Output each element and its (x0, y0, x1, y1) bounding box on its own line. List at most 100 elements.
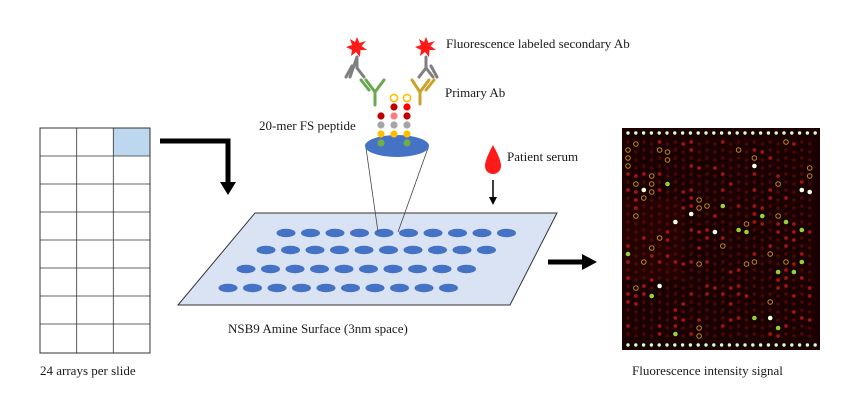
scan-spot (728, 198, 733, 202)
scan-spot (641, 228, 646, 232)
scan-spot (768, 292, 773, 296)
scan-marker-spot (790, 131, 794, 135)
scan-spot (728, 262, 733, 266)
surface-spot (423, 228, 443, 238)
scan-marker-spot (626, 131, 630, 135)
scan-spot (713, 214, 717, 218)
scan-spot (784, 316, 788, 320)
scan-spot (697, 302, 701, 306)
scan-spot (768, 268, 773, 272)
scan-spot (641, 244, 646, 248)
surface-spot (316, 283, 336, 293)
scan-spot (681, 214, 686, 218)
scan-spot (705, 164, 709, 168)
scan-spot (665, 334, 670, 338)
result-arrow (548, 254, 597, 270)
scan-spot (776, 286, 780, 290)
scan-spot (744, 214, 749, 218)
scan-spot (689, 228, 694, 232)
scan-spot (799, 316, 804, 320)
scan-spot (736, 260, 741, 264)
scan-spot (634, 262, 638, 266)
scan-spot (681, 142, 686, 146)
scan-spot (626, 268, 630, 272)
scan-marker-spot (696, 131, 700, 135)
scan-spot (768, 180, 773, 184)
scan-spot (752, 300, 757, 304)
scan-spot (705, 148, 709, 152)
scan-spot (807, 182, 812, 186)
scan-spot (657, 212, 662, 216)
scan-spot (807, 286, 812, 290)
scan-spot (792, 278, 796, 282)
scan-spot (649, 150, 654, 154)
scan-spot (641, 220, 646, 224)
scan-spot (665, 254, 670, 258)
scan-spot (744, 294, 749, 298)
scan-spot (776, 302, 780, 306)
scan-spot (673, 156, 678, 160)
scan-spot (744, 174, 749, 178)
surface-spot (359, 264, 378, 274)
scan-spot (649, 262, 654, 266)
scan-spot (720, 252, 725, 256)
surface-spot (236, 264, 256, 274)
scan-spot (626, 196, 630, 200)
scan-spot (634, 222, 638, 226)
scan-spot (728, 190, 733, 194)
scan-spot (728, 174, 733, 178)
scan-spot (641, 308, 646, 312)
scan-spot (681, 334, 686, 338)
scan-spot (776, 174, 780, 178)
zoom-cone (365, 147, 429, 233)
scan-spot (689, 188, 694, 192)
scan-spot (689, 268, 694, 272)
scan-spot (633, 285, 639, 291)
scan-spot (720, 203, 726, 209)
scan-spot (633, 213, 639, 219)
scan-spot (744, 302, 749, 306)
scan-spot (736, 284, 741, 288)
scan-spot (634, 238, 638, 242)
scan-spot (760, 262, 765, 266)
scan-spot (705, 268, 709, 272)
scan-spot (760, 238, 765, 242)
scan-spot (681, 254, 686, 258)
scan-spot (807, 246, 812, 250)
scan-spot (713, 334, 717, 338)
scan-spot (792, 230, 796, 234)
scan-spot (689, 236, 694, 240)
scan-marker-spot (782, 131, 786, 135)
scan-marker-spot (688, 131, 693, 135)
scan-spot (736, 316, 741, 320)
scan-marker-spot (634, 131, 638, 135)
scan-spot (720, 324, 725, 328)
scan-spot (744, 326, 749, 330)
scan-spot (744, 254, 749, 258)
scan-spot (665, 294, 670, 298)
scan-spot (689, 244, 694, 248)
scan-spot (705, 260, 709, 264)
primary-ab-label: Primary Ab (445, 85, 505, 100)
scan-spot (743, 261, 750, 267)
scan-spot (807, 214, 812, 218)
scan-spot (752, 163, 757, 169)
scan-spot (784, 332, 788, 336)
scan-spot (736, 140, 741, 144)
scan-spot (776, 158, 780, 162)
scan-spot (657, 300, 662, 304)
scan-spot (634, 278, 638, 282)
scan-spot (807, 189, 812, 195)
scan-spot (744, 198, 749, 202)
scan-spot (641, 187, 647, 193)
scan-spot (673, 276, 678, 280)
scan-spot (783, 259, 789, 265)
scan-spot (634, 166, 638, 170)
surface-spot (379, 245, 398, 255)
scan-spot (649, 278, 654, 282)
surface-spot (477, 245, 496, 255)
scan-spot (736, 236, 741, 240)
scan-spot (689, 284, 694, 288)
scan-spot (673, 204, 678, 208)
